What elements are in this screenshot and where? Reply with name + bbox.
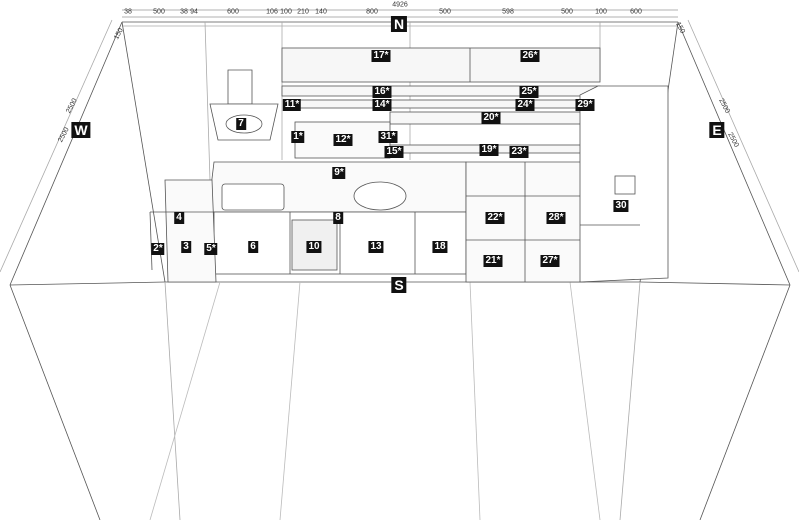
item-tag[interactable]: 13 bbox=[368, 241, 384, 253]
item-tag[interactable]: 10 bbox=[306, 241, 322, 253]
dim-segment: 500 bbox=[153, 8, 165, 16]
item-tag[interactable]: 24* bbox=[515, 99, 535, 111]
dim-segment: 140 bbox=[315, 8, 327, 16]
dim-segment: 598 bbox=[502, 8, 514, 16]
dim-segment: 800 bbox=[366, 8, 378, 16]
dim-segment: 600 bbox=[630, 8, 642, 16]
item-tag[interactable]: 29* bbox=[575, 99, 595, 111]
dim-segment: 106 bbox=[266, 8, 278, 16]
dim-segment: 500 bbox=[561, 8, 573, 16]
item-tag[interactable]: 25* bbox=[519, 86, 539, 98]
floor-line bbox=[619, 281, 641, 520]
dim-total: 4926 bbox=[392, 1, 408, 9]
item-tag[interactable]: 7 bbox=[236, 118, 246, 130]
item-tag[interactable]: 18 bbox=[432, 241, 448, 253]
dim-segment: 600 bbox=[227, 8, 239, 16]
compass-east: E bbox=[709, 122, 725, 138]
item-tag[interactable]: 3 bbox=[181, 241, 191, 253]
item-tag[interactable]: 28* bbox=[546, 212, 566, 224]
item-tag[interactable]: 16* bbox=[372, 86, 392, 98]
right-wall-top bbox=[677, 21, 791, 286]
compass-south: S bbox=[391, 277, 407, 293]
right-wall-dim bbox=[687, 19, 799, 273]
left-wall-corner bbox=[121, 21, 166, 283]
item-tag[interactable]: 26* bbox=[520, 50, 540, 62]
dim-segment: 94 bbox=[190, 8, 198, 16]
item-tag[interactable]: 27* bbox=[540, 255, 560, 267]
item-tag[interactable]: 4 bbox=[174, 212, 184, 224]
dim-segment: 210 bbox=[297, 8, 309, 16]
item-tag[interactable]: 19* bbox=[479, 144, 499, 156]
item-tag[interactable]: 6 bbox=[248, 241, 258, 253]
right-floor-line bbox=[699, 284, 791, 520]
compass-west: W bbox=[71, 122, 91, 138]
corner-unit-2-5 bbox=[164, 179, 217, 283]
item-tag[interactable]: 20* bbox=[481, 112, 501, 124]
item-tag[interactable]: 30 bbox=[613, 200, 629, 212]
dim-segment: 500 bbox=[439, 8, 451, 16]
shelf-14-24 bbox=[289, 99, 596, 109]
left-floor-edge bbox=[9, 281, 166, 286]
dim-segment: 38 bbox=[180, 8, 188, 16]
item-tag[interactable]: 2* bbox=[151, 243, 165, 255]
upper-shelf-17-26 bbox=[281, 47, 601, 83]
item-tag[interactable]: 22* bbox=[485, 212, 505, 224]
left-wall-top bbox=[9, 21, 123, 286]
dim-segment: 100 bbox=[595, 8, 607, 16]
hood-chimney bbox=[227, 69, 253, 105]
item-tag[interactable]: 1* bbox=[291, 131, 305, 143]
left-floor-line bbox=[9, 284, 101, 520]
hob bbox=[221, 183, 285, 211]
dim-segment: 100 bbox=[280, 8, 292, 16]
item-tag[interactable]: 8 bbox=[333, 212, 343, 224]
item-tag[interactable]: 31* bbox=[378, 131, 398, 143]
sink bbox=[353, 181, 407, 211]
item-tag[interactable]: 9* bbox=[332, 167, 346, 179]
item-tag[interactable]: 14* bbox=[372, 99, 392, 111]
item-tag[interactable]: 17* bbox=[371, 50, 391, 62]
compass-north: N bbox=[390, 16, 408, 32]
water-dispenser bbox=[614, 175, 636, 195]
item-tag[interactable]: 12* bbox=[333, 134, 353, 146]
shelf-16-25 bbox=[281, 85, 601, 97]
item-tag[interactable]: 23* bbox=[509, 146, 529, 158]
item-tag[interactable]: 15* bbox=[384, 146, 404, 158]
floor-line bbox=[164, 281, 181, 520]
item-tag[interactable]: 5* bbox=[204, 243, 218, 255]
item-tag[interactable]: 11* bbox=[282, 99, 302, 111]
item-tag[interactable]: 21* bbox=[483, 255, 503, 267]
right-floor-edge bbox=[639, 281, 791, 286]
dim-segment: 38 bbox=[124, 8, 132, 16]
hood-fan bbox=[225, 114, 263, 134]
left-wall-dim bbox=[0, 19, 113, 273]
